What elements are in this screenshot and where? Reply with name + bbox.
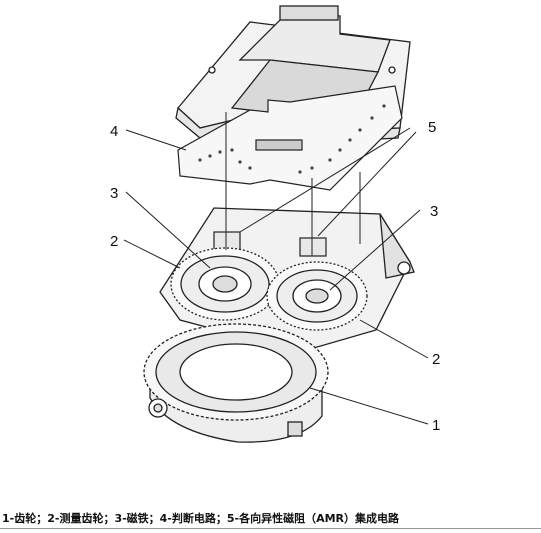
caption-divider	[0, 528, 541, 529]
callout-2-right: 2	[432, 351, 440, 368]
callout-4: 4	[110, 123, 118, 140]
measuring-gear-right	[266, 261, 368, 331]
main-gear-ring	[143, 323, 329, 443]
callout-3-right: 3	[430, 203, 438, 220]
callout-2-left: 2	[110, 233, 118, 250]
callout-3-left: 3	[110, 185, 118, 202]
leader-lines	[123, 112, 429, 425]
measuring-gear-left	[170, 247, 280, 321]
callout-1: 1	[432, 417, 440, 434]
callout-5: 5	[428, 119, 436, 136]
judgment-circuit-board	[177, 85, 403, 191]
exploded-sensor-diagram: 4 5 3 3 2 2 1	[110, 5, 440, 443]
figure-caption: 1-齿轮；2-测量齿轮；3-磁铁；4-判断电路；5-各向异性磁阻（AMR）集成电…	[2, 512, 400, 525]
amr-ic-chips	[213, 231, 327, 257]
